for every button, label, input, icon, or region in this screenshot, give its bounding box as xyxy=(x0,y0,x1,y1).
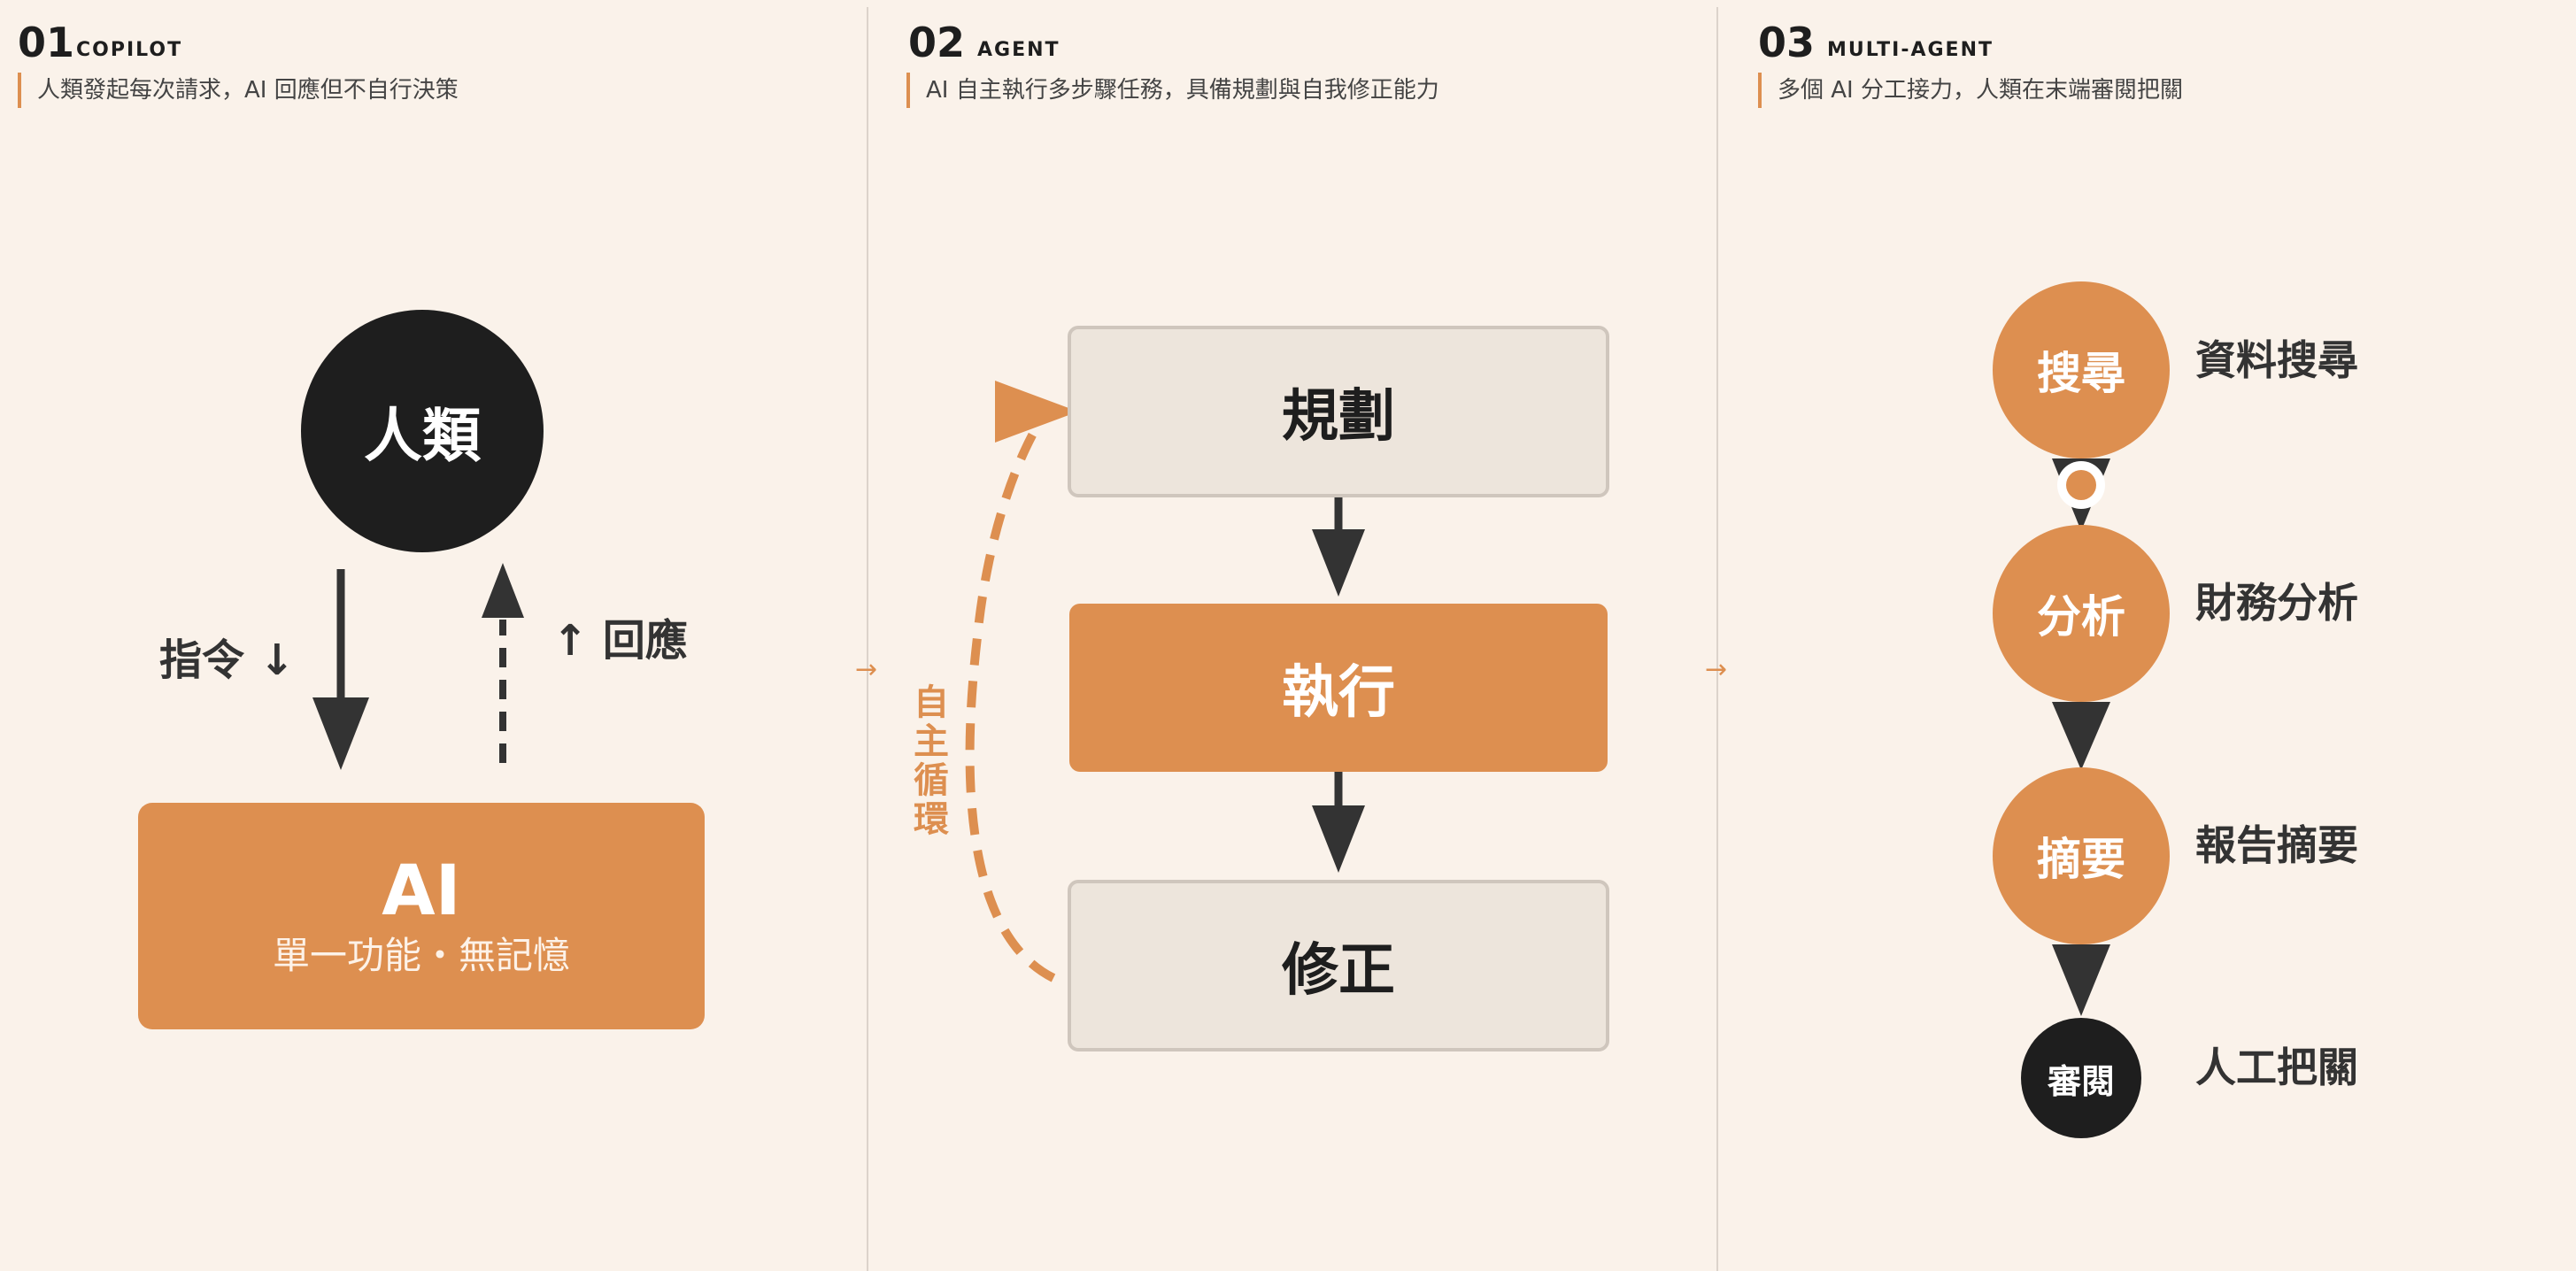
agent-node-label: 摘要 xyxy=(2037,834,2125,885)
response-label: ↑ 回應 xyxy=(552,616,688,666)
loop-arrow-icon xyxy=(965,381,1078,982)
section-subtitle: AI 自主執行多步驟任務，具備規劃與自我修正能力 xyxy=(906,73,1439,108)
human-node: 人類 xyxy=(301,310,544,552)
chain-connector-icon xyxy=(2052,458,2110,531)
section-subtitle: 多個 AI 分工接力，人類在末端審閱把關 xyxy=(1758,73,2183,108)
agent-node-summary: 摘要 xyxy=(1993,767,2170,944)
chain-arrow-icon xyxy=(2052,944,2110,1016)
step-correct: 修正 xyxy=(1068,880,1609,1051)
agent-node-desc: 報告摘要 xyxy=(2195,821,2358,869)
section-name: COPILOT xyxy=(76,39,183,61)
ai-box: AI 單一功能・無記憶 xyxy=(138,803,705,1029)
step-plan: 規劃 xyxy=(1068,326,1609,497)
chain-arrow-icon xyxy=(2052,702,2110,770)
step-execute: 執行 xyxy=(1069,604,1608,772)
step-label: 執行 xyxy=(1282,660,1395,726)
section-name: MULTI-AGENT xyxy=(1827,39,1994,61)
human-review-node: 審閱 xyxy=(2021,1018,2141,1138)
loop-char: 循 xyxy=(914,760,949,801)
flow-arrow-icon xyxy=(1312,772,1365,873)
section-subtitle: 人類發起每次請求，AI 回應但不自行決策 xyxy=(18,73,459,108)
ai-subtitle: 單一功能・無記憶 xyxy=(272,934,570,977)
section-transition-arrow-icon: → xyxy=(855,654,878,685)
agent-node-label: 分析 xyxy=(2037,591,2125,643)
section-number: 02 xyxy=(908,19,966,66)
review-label: 審閱 xyxy=(2047,1061,2115,1101)
loop-char: 環 xyxy=(914,799,949,840)
step-label: 修正 xyxy=(1282,938,1395,1004)
loop-label: 自 主 循 環 xyxy=(912,683,951,839)
agent-node-desc: 財務分析 xyxy=(2195,579,2358,627)
agent-node-desc: 資料搜尋 xyxy=(2195,336,2358,384)
section-transition-arrow-icon: → xyxy=(1705,654,1728,685)
section-name: AGENT xyxy=(977,39,1060,61)
review-desc: 人工把關 xyxy=(2195,1044,2358,1091)
step-label: 規劃 xyxy=(1282,384,1395,450)
command-arrow-icon xyxy=(312,569,369,770)
agent-node-search: 搜尋 xyxy=(1993,281,2170,458)
human-label: 人類 xyxy=(364,402,481,470)
agent-node-analysis: 分析 xyxy=(1993,525,2170,702)
section-number: 03 xyxy=(1758,19,1816,66)
flow-arrow-icon xyxy=(1312,496,1365,597)
command-label: 指令 ↓ xyxy=(159,636,295,685)
agent-node-label: 搜尋 xyxy=(2037,348,2125,399)
section-divider-2 xyxy=(1716,7,1718,1271)
section-divider-1 xyxy=(867,7,868,1271)
loop-char: 自 xyxy=(914,682,949,723)
ai-title: AI xyxy=(382,851,461,931)
response-arrow-icon xyxy=(482,563,524,763)
section-number: 01 xyxy=(18,19,75,66)
loop-char: 主 xyxy=(914,721,949,762)
